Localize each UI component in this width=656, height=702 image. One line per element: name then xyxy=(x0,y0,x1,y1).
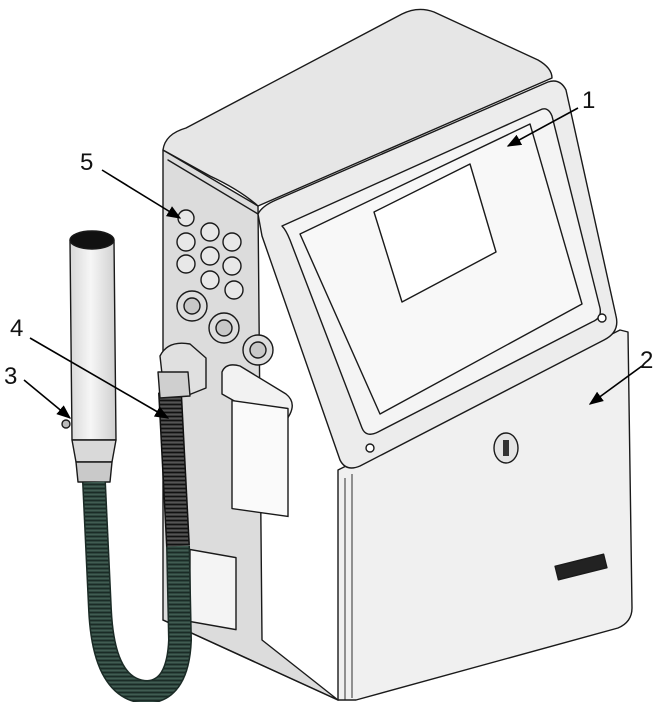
umbilical-conduit xyxy=(82,342,207,702)
callout-label-5: 5 xyxy=(80,149,93,176)
side-symbol-label xyxy=(231,399,289,518)
callout-label-2: 2 xyxy=(640,347,653,374)
callout-arrow-4 xyxy=(29,337,170,419)
printhead xyxy=(61,230,117,483)
callout-arrow-5 xyxy=(101,169,182,219)
callout-arrows xyxy=(23,107,643,419)
front-panel xyxy=(257,80,618,581)
callout-label-1: 1 xyxy=(582,87,595,114)
cabinet-front-door xyxy=(337,329,633,701)
callout-label-3: 3 xyxy=(4,363,17,390)
front-screw-bottom-left xyxy=(365,443,375,453)
side-rating-label xyxy=(189,548,237,631)
callout-arrow-1 xyxy=(506,107,579,147)
small-port-grid xyxy=(176,209,244,300)
cabinet-top-panel xyxy=(162,8,553,207)
printhead-collar xyxy=(71,439,117,463)
conduit-green-hose-ribs xyxy=(83,481,191,702)
callout-arrow-2 xyxy=(588,365,643,405)
brand-plate xyxy=(554,553,608,581)
callout-arrow-3 xyxy=(23,379,72,419)
large-port-connectors xyxy=(176,290,274,366)
door-lock-key xyxy=(503,440,509,456)
connector-ports xyxy=(176,209,293,631)
conduit-black-ribs xyxy=(159,391,189,547)
callout-label-4: 4 xyxy=(10,315,23,342)
display-screen xyxy=(373,163,497,303)
callout-labels: 1 2 3 4 5 xyxy=(4,87,653,390)
printhead-tip xyxy=(69,230,115,250)
printhead-fitting xyxy=(75,461,113,483)
cabinet-base xyxy=(162,619,339,701)
printhead-screw xyxy=(61,419,71,429)
conduit-elbow-nut xyxy=(157,371,191,399)
printhead-tube xyxy=(69,239,117,441)
front-screw-right xyxy=(597,313,607,323)
